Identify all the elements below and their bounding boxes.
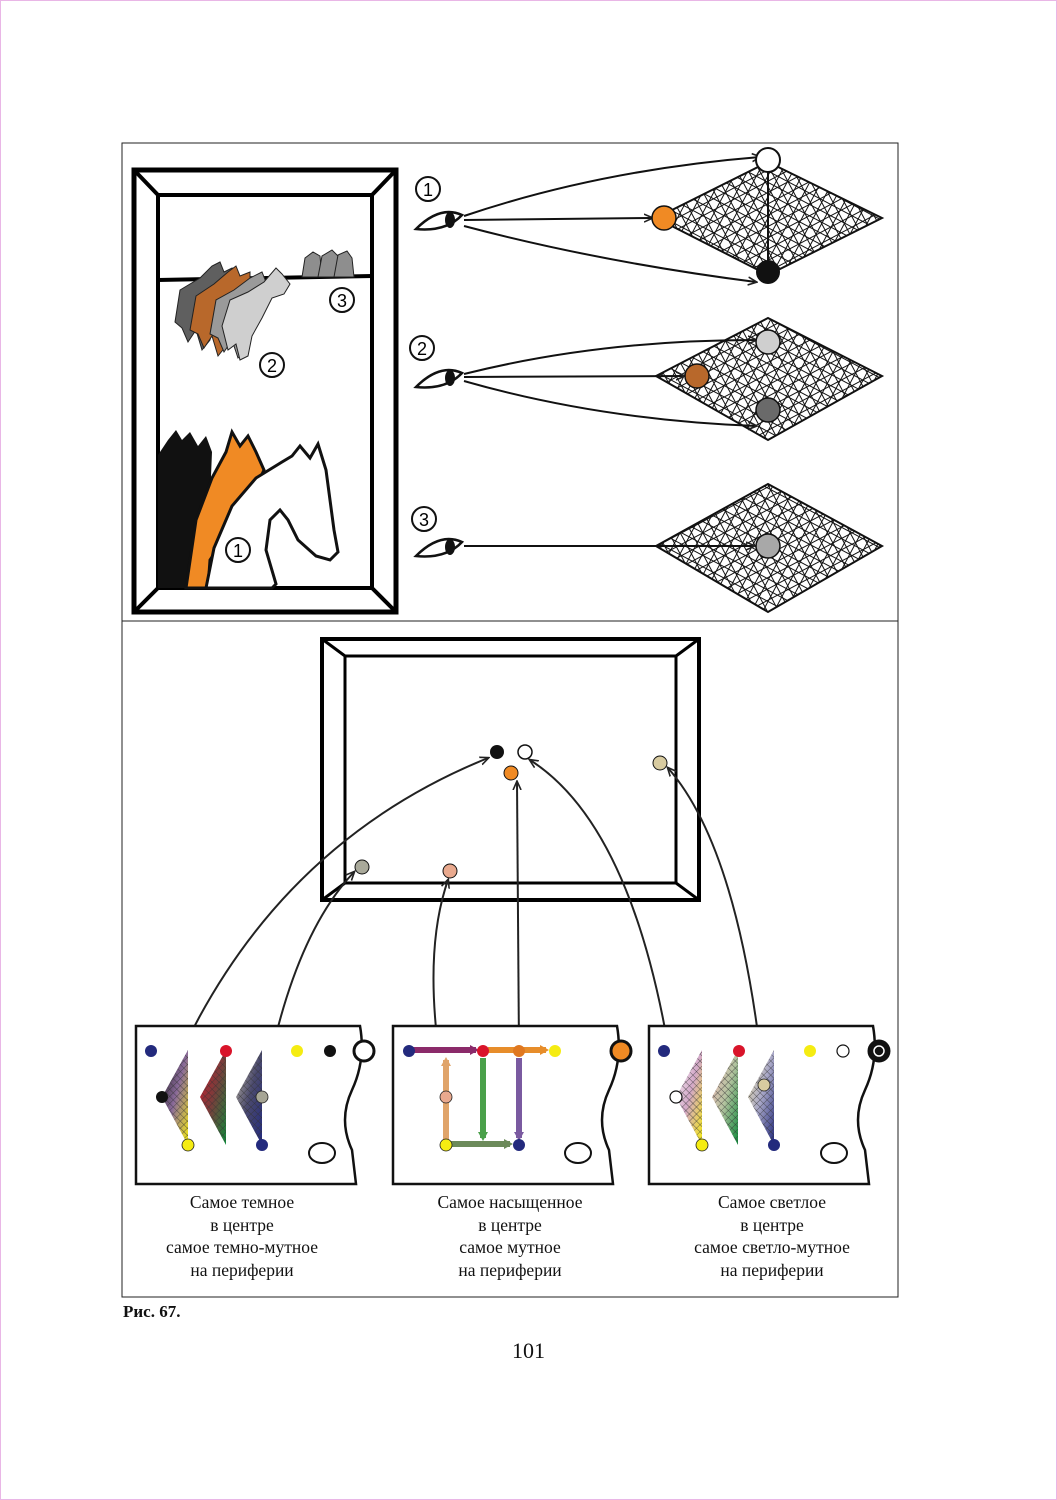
caption-line: на периферии	[190, 1259, 294, 1280]
dot-brown	[684, 363, 710, 389]
dot-mid-gray	[755, 533, 781, 559]
caption-line: самое мутное	[459, 1237, 561, 1257]
caption-line: на периферии	[720, 1259, 824, 1280]
caption-line: самое темно-мутное	[166, 1237, 318, 1257]
svg-text:2: 2	[417, 339, 427, 359]
caption-line: в центре	[740, 1214, 804, 1235]
figure-label: Рис. 67.	[123, 1302, 181, 1321]
svg-text:2: 2	[267, 356, 277, 376]
eye-icon-3	[413, 537, 465, 558]
svg-text:1: 1	[423, 180, 433, 200]
dot-light-gray	[755, 329, 781, 355]
caption-line: на периферии	[458, 1259, 562, 1280]
palette-light	[647, 1024, 891, 1186]
eye-icon-1	[413, 210, 465, 231]
palette-saturated	[391, 1024, 633, 1186]
dot-orange	[651, 205, 677, 231]
page-number: 101	[512, 1338, 545, 1363]
caption-line: Самое насыщенное	[437, 1192, 583, 1212]
caption-saturated: Самое насыщенное в центре самое мутное н…	[400, 1191, 620, 1281]
marker-2-eye: 2	[409, 335, 435, 361]
marker-3-stable: 3	[329, 287, 355, 313]
caption-line: Самое темное	[189, 1192, 295, 1212]
svg-text:1: 1	[233, 541, 243, 561]
svg-text:3: 3	[419, 510, 429, 530]
svg-text:3: 3	[337, 291, 347, 311]
figure-frame	[121, 142, 899, 1298]
dot-white	[755, 147, 781, 173]
caption-line: в центре	[210, 1214, 274, 1235]
caption-line: в центре	[478, 1214, 542, 1235]
marker-3-eye: 3	[411, 506, 437, 532]
caption-light: Самое светлое в центре самое светло-мутн…	[662, 1191, 882, 1281]
dot-dark-gray	[755, 397, 781, 423]
palette-dark	[134, 1024, 376, 1186]
marker-1-eye: 1	[415, 176, 441, 202]
caption-line: самое светло-мутное	[694, 1237, 850, 1257]
marker-1-stable: 1	[225, 537, 251, 563]
caption-line: Самое светлое	[718, 1192, 826, 1212]
stable-drawing	[131, 167, 399, 615]
caption-dark: Самое темное в центре самое темно-мутное…	[132, 1191, 352, 1281]
eye-icon-2	[413, 368, 465, 389]
dot-black	[756, 260, 780, 284]
marker-2-stable: 2	[259, 352, 285, 378]
